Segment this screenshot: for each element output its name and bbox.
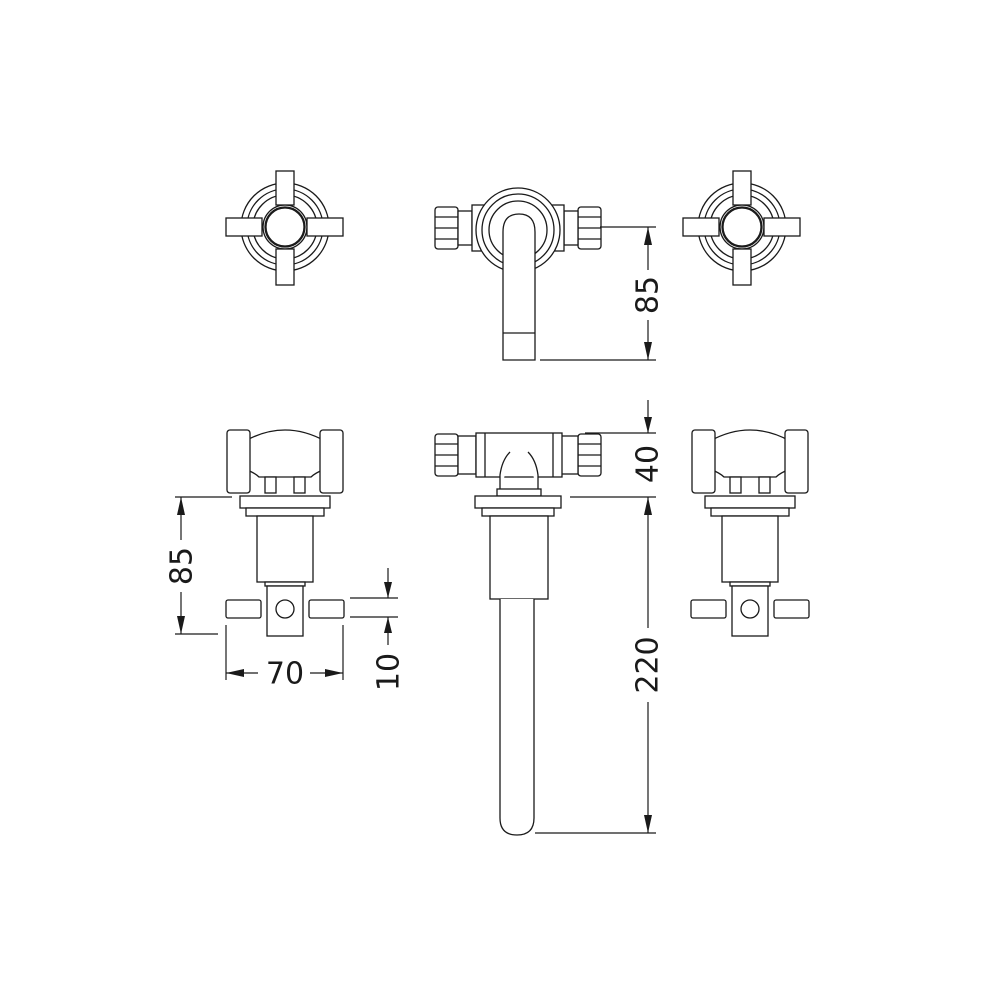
dimension-label: 40 <box>631 445 666 483</box>
dimension-70: 70 <box>225 625 344 692</box>
spout-front-view <box>434 432 602 836</box>
dimension-40: 40 <box>570 400 666 498</box>
left-valve-front-view <box>225 429 345 637</box>
left-cross-handle-top-view <box>225 170 344 286</box>
dimension-label: 70 <box>266 657 304 692</box>
right-cross-handle-top-view <box>682 170 801 286</box>
right-valve-front-view <box>690 429 810 637</box>
dimension-220: 220 <box>535 497 666 834</box>
dimension-label: 10 <box>372 653 407 691</box>
dimension-label: 85 <box>165 547 200 585</box>
spout-top-view <box>434 187 602 361</box>
dimension-85-top: 85 <box>540 226 666 361</box>
dimension-label: 220 <box>631 636 666 693</box>
dimension-label: 85 <box>631 276 666 314</box>
dimension-10: 10 <box>350 568 407 691</box>
dimension-85-side: 85 <box>165 496 232 635</box>
